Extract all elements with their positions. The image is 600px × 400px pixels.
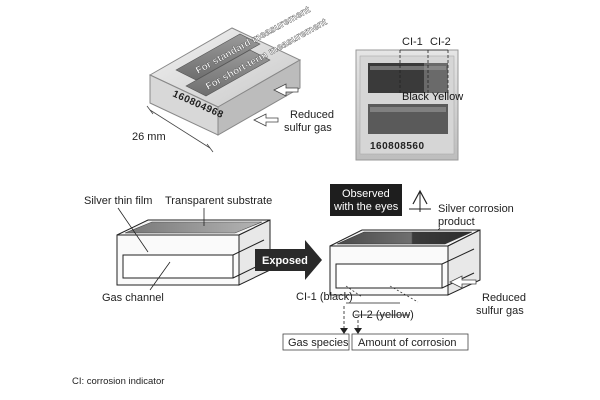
gas-label-top-1: Reduced: [290, 109, 334, 121]
black-yellow-label: Black Yellow: [402, 91, 463, 103]
exposed-label: Exposed: [262, 255, 308, 267]
gas-label-bottom-1: Reduced: [482, 292, 526, 304]
substrate-label: Transparent substrate: [165, 195, 272, 207]
observed-box: [330, 184, 402, 216]
gas-channel: [122, 254, 234, 279]
ci1-black-label: CI-1 (black): [296, 291, 353, 303]
silver-film: [124, 221, 263, 234]
amount-corrosion-box: [351, 333, 469, 351]
gas-species-box: [282, 333, 350, 351]
ci2-label-top: CI-2: [430, 36, 451, 48]
exposed-arrow: Exposed: [255, 240, 322, 280]
corroded-film: [336, 231, 473, 245]
eye-icon: [409, 189, 431, 212]
ci2-yellow-label: CI-2 (yellow): [352, 309, 414, 321]
device-photo-top-left: For standard measurement For short-term …: [132, 4, 334, 153]
footnote: CI: corrosion indicator: [72, 376, 164, 387]
dimension-label: 26 mm: [132, 131, 166, 143]
observed-text-2: with the eyes: [333, 201, 399, 213]
corrosion-label-1: Silver corrosion: [438, 203, 514, 215]
gas-channel-label: Gas channel: [102, 292, 164, 304]
device-serial-right: 160808560: [370, 141, 425, 152]
silver-film-label: Silver thin film: [84, 195, 152, 207]
short-term-strip: [185, 49, 271, 97]
schematic-after: Observed with the eyes Silver corrosion …: [282, 184, 526, 351]
gas-label-top-2: sulfur gas: [284, 122, 332, 134]
gas-species-text: Gas species: [288, 337, 349, 349]
corrosion-label-2: product: [438, 216, 475, 228]
standard-strip: [175, 33, 261, 81]
dimension-line: [149, 109, 211, 149]
schematic-before: Silver thin film Transparent substrate G…: [84, 195, 272, 304]
observed-text-1: Observed: [342, 188, 390, 200]
ci1-label-top: CI-1: [402, 36, 423, 48]
amount-corrosion-text: Amount of corrosion: [358, 337, 456, 349]
gas-arrows-top: [253, 83, 299, 127]
gas-label-bottom-2: sulfur gas: [476, 305, 524, 317]
device-photo-top-right: CI-1 CI-2 Black Yellow 160808560: [355, 36, 463, 161]
